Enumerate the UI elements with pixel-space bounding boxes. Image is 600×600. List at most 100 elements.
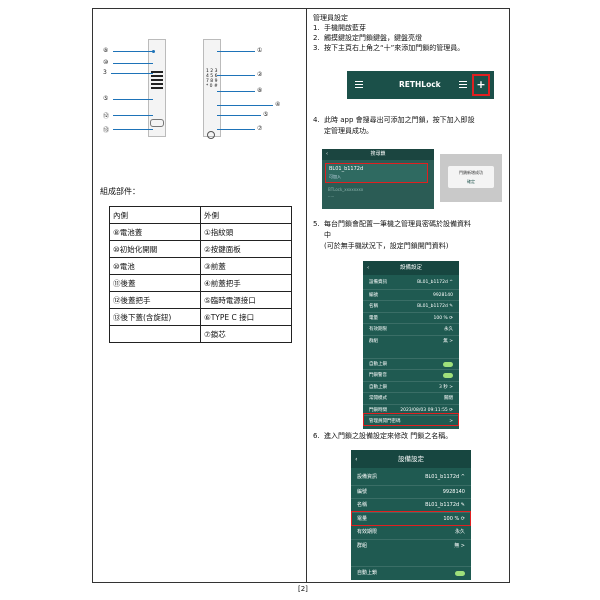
- table-cell: ③前蓋: [200, 257, 292, 275]
- back-arrow-icon[interactable]: ‹: [367, 265, 370, 271]
- toggle-switch[interactable]: [443, 361, 453, 367]
- settings-header: ‹ 設備設定: [351, 450, 471, 468]
- settings-key: 常開模式: [369, 396, 387, 401]
- settings-row[interactable]: 門鎖時間 2023/08/03 09:11:55 ⟳: [363, 403, 459, 416]
- settings-value: 無 >: [443, 338, 453, 344]
- settings-row[interactable]: 自動上鎖: [363, 357, 459, 370]
- callout-label: ⑤: [263, 111, 269, 118]
- hamburger-menu-icon: [355, 81, 363, 88]
- settings-value: 100 % ⟳: [443, 515, 465, 522]
- keypad-row: 4 5 6: [206, 74, 218, 79]
- settings-row[interactable]: 自動上鎖: [351, 565, 471, 580]
- callout-line: [113, 99, 153, 100]
- settings-title: 設備設定: [399, 265, 422, 271]
- toast-text: 門鎖新增成功: [459, 170, 483, 175]
- table-row: ⑬後下蓋(含旋鈕) ⑥TYPE C 接口: [109, 308, 292, 326]
- step-text: 中: [324, 231, 331, 239]
- column-divider: [306, 9, 307, 582]
- app-title: RETHLock: [399, 80, 441, 89]
- settings-row[interactable]: 管理員開門密碼>: [363, 415, 459, 427]
- table-row: ⑩電池 ③前蓋: [109, 257, 292, 275]
- settings-row[interactable]: 常開模式關閉: [363, 392, 459, 404]
- table-row: ⑦鎖芯: [109, 325, 292, 343]
- callout-label: ⑧: [103, 47, 109, 54]
- found-lock-item[interactable]: BL01_b1172d 可加入: [325, 163, 428, 183]
- step-number: 1.: [313, 24, 320, 32]
- callout-label: ②: [257, 71, 263, 78]
- callout-label: ⑩: [103, 59, 109, 66]
- callout-line: [113, 63, 153, 64]
- table-row: ⑫後蓋把手 ⑤臨時電源接口: [109, 291, 292, 309]
- callout-line: [113, 51, 153, 52]
- settings-key: 門鎖時間: [369, 407, 387, 413]
- settings-title: 設備設定: [398, 455, 424, 463]
- table-header-inner: 內側: [109, 206, 201, 224]
- left-column: 1 2 3 4 5 6 7 8 9 * 0 # ⑧ ⑩ 3 ⑤ ⑫ ⑬ ①: [93, 9, 306, 582]
- app-header-screenshot: RETHLock +: [347, 71, 494, 99]
- lock-inner-grille: [151, 71, 163, 89]
- settings-row[interactable]: [363, 346, 459, 358]
- faded-device-name: BTLock_xxxxxxxx: [328, 187, 364, 192]
- search-title: 搜尋鎖: [370, 151, 386, 157]
- settings-key: 編號: [369, 292, 378, 298]
- table-cell: [109, 325, 201, 343]
- search-lock-screenshot: ‹ 搜尋鎖 BL01_b1172d 可加入 BTLock_xxxxxxxx ··…: [322, 149, 434, 209]
- callout-label: ④: [275, 101, 281, 108]
- settings-value: BL01_b1172d ^: [417, 280, 453, 285]
- keypad: 1 2 3 4 5 6 7 8 9 * 0 #: [206, 69, 218, 89]
- settings-value: >: [449, 419, 453, 424]
- settings-key: 有效期限: [369, 327, 387, 332]
- settings-row[interactable]: 名稱 BL01_b1172d ✎: [363, 300, 459, 312]
- step-text: (可於無手機狀況下，設定門鎖開門資料): [324, 242, 449, 250]
- faded-device-sub: ·····: [328, 194, 335, 199]
- callout-line: [217, 75, 255, 76]
- keypad-row: * 0 #: [206, 84, 218, 89]
- table-cell: ⑩初始化開關: [109, 240, 201, 258]
- callout-label: ⑦: [257, 125, 263, 132]
- settings-key: 名稱: [369, 304, 378, 309]
- table-header-outer: 外側: [200, 206, 292, 224]
- table-row: ⑩初始化開關 ②按鍵面板: [109, 240, 292, 258]
- step-6: 6.進入門鎖之設備設定來修改 門鎖之名稱。: [313, 431, 509, 442]
- step-number: 5.: [313, 220, 320, 228]
- settings-row[interactable]: 有效期限 永久: [351, 525, 471, 539]
- back-arrow-icon[interactable]: ‹: [355, 455, 358, 463]
- step-2: 2.觸摸鍵設定門鎖鍵盤，鍵盤亮燈: [313, 33, 509, 43]
- settings-row[interactable]: 群組無 >: [351, 538, 471, 553]
- back-arrow-icon[interactable]: ‹: [326, 151, 328, 157]
- settings-value: BL01_b1172d ✎: [417, 304, 453, 309]
- settings-value: 100 % ⟳: [433, 315, 454, 321]
- settings-key: 門鎖警音: [369, 373, 387, 378]
- table-header-row: 內側 外側: [109, 206, 292, 224]
- lock-device-status: 可加入: [329, 174, 341, 179]
- settings-row[interactable]: 有效期限永久: [363, 323, 459, 335]
- settings-key: 自動上鎖: [369, 384, 387, 390]
- search-header: ‹ 搜尋鎖: [322, 149, 434, 160]
- step-text: 每台門鎖會配置一筆機之管理員密碼於設備資料: [324, 220, 471, 228]
- callout-label: ①: [257, 47, 263, 54]
- settings-key: 有效期限: [357, 529, 378, 535]
- settings-header: ‹ 設備設定: [363, 261, 459, 275]
- step-5: 5. 每台門鎖會配置一筆機之管理員密碼於設備資料 中 (可於無手機狀況下，設定門鎖…: [313, 219, 509, 252]
- toggle-switch[interactable]: [443, 373, 453, 379]
- settings-row[interactable]: 群組無 >: [363, 334, 459, 347]
- step-4: 4.此時 app 會搜尋出可添加之門鎖，按下加入即設 定管理員成功。: [313, 115, 509, 137]
- settings-key: 自動上鎖: [369, 361, 387, 367]
- settings-row[interactable]: [351, 552, 471, 566]
- page-number: [2]: [298, 585, 308, 593]
- settings-row[interactable]: 門鎖警音: [363, 369, 459, 381]
- toast-ok-button[interactable]: 確定: [467, 179, 475, 184]
- callout-dot: [152, 50, 155, 53]
- add-lock-button[interactable]: +: [472, 74, 490, 96]
- settings-value: 永久: [454, 529, 465, 535]
- settings-key: 群組: [357, 542, 368, 549]
- toggle-switch[interactable]: [455, 570, 465, 576]
- settings-value: 2023/08/03 09:11:55 ⟳: [400, 407, 453, 413]
